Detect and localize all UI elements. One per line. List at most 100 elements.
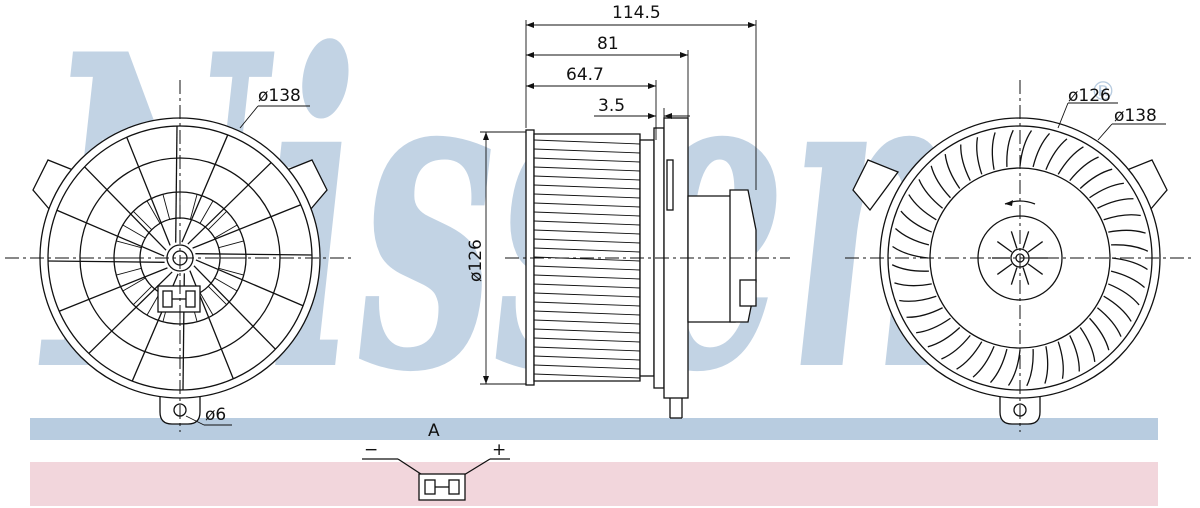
side-vane	[533, 265, 641, 271]
front-rib	[207, 211, 227, 231]
rear-blade	[1103, 295, 1132, 322]
front-rib	[214, 224, 238, 239]
rear-blade	[1079, 327, 1096, 362]
rear-blade	[1111, 244, 1149, 252]
rear-blade	[908, 194, 937, 221]
mount-hole-label: ø6	[205, 405, 226, 425]
length-64-7-label: 64.7	[566, 65, 604, 85]
side-vane	[533, 301, 641, 307]
connector-detail	[362, 458, 510, 501]
rear-blade	[960, 144, 971, 181]
rear-blade	[894, 282, 932, 287]
side-vane	[533, 274, 641, 280]
rear-hub-rib	[1022, 267, 1030, 285]
rear-hub-rib	[1022, 231, 1030, 249]
front-rib	[146, 200, 161, 224]
rear-blade	[1026, 349, 1034, 387]
rear-hub-rib	[996, 241, 1013, 253]
overall-length-label: 114.5	[612, 3, 661, 23]
side-vane	[533, 193, 641, 199]
rear-blade	[989, 348, 1008, 383]
rear-blade	[1044, 346, 1049, 384]
front-spoke	[192, 204, 302, 249]
front-view	[5, 80, 355, 432]
side-vane	[533, 337, 641, 343]
plus-terminal-label: +	[492, 440, 506, 460]
front-rib	[214, 277, 238, 292]
front-rib	[207, 285, 227, 305]
front-spoke	[58, 267, 168, 312]
rear-blade	[944, 154, 961, 189]
rear-hub-rib	[996, 263, 1013, 275]
rear-blade	[891, 264, 929, 272]
side-vane	[533, 373, 641, 379]
rear-blade	[941, 334, 971, 360]
rear-blade	[916, 317, 951, 334]
length-81-label: 81	[597, 34, 619, 54]
front-rib	[116, 267, 142, 276]
side-vane	[533, 202, 641, 208]
watermark-pink-band	[30, 462, 1158, 506]
side-vane	[533, 157, 641, 163]
front-rib	[199, 292, 214, 316]
front-rib	[122, 277, 146, 292]
rear-blade	[1103, 214, 1141, 221]
side-vane	[533, 346, 641, 352]
rear-blade	[1089, 317, 1110, 351]
front-rib	[218, 267, 244, 276]
rear-blade	[991, 132, 996, 170]
minus-terminal-label: −	[364, 440, 378, 460]
front-rib	[116, 240, 142, 249]
rear-blade	[1110, 270, 1145, 289]
side-vane	[533, 220, 641, 226]
rear-hub-rib	[1027, 241, 1044, 253]
side-vane	[533, 247, 641, 253]
front-spoke	[48, 260, 165, 263]
side-diameter-label: ø126	[466, 239, 486, 282]
side-vane	[533, 238, 641, 244]
rear-blade	[1089, 182, 1124, 199]
rear-wheel-diameter-label: ø126	[1068, 86, 1111, 106]
rear-hub-rib	[1010, 267, 1018, 285]
rear-blade	[930, 165, 951, 199]
side-vane	[533, 256, 641, 262]
side-vane	[533, 364, 641, 370]
side-vane	[533, 292, 641, 298]
rear-blade	[1006, 129, 1014, 167]
rear-blade	[927, 327, 961, 348]
rear-blade	[976, 137, 983, 175]
side-vane	[533, 283, 641, 289]
side-vane	[533, 139, 641, 145]
front-spoke	[195, 253, 312, 256]
front-spokes	[48, 126, 312, 390]
rear-blade	[1108, 283, 1140, 306]
rear-blade	[1108, 229, 1146, 234]
front-spoke	[187, 162, 272, 245]
front-spoke	[126, 136, 171, 246]
side-vane	[533, 310, 641, 316]
rear-blade	[1069, 156, 1099, 182]
side-vane	[533, 355, 641, 361]
front-diameter-label: ø138	[258, 86, 301, 106]
rear-blade	[1097, 198, 1134, 209]
rear-blade	[1079, 168, 1113, 189]
side-view	[480, 20, 790, 419]
front-spoke	[181, 134, 229, 243]
rear-hub-rib	[1027, 263, 1044, 275]
side-vane	[533, 211, 641, 217]
rear-blade	[956, 341, 983, 370]
rear-blade	[906, 307, 943, 318]
rear-blade	[1057, 146, 1084, 175]
rear-blade	[1069, 335, 1080, 372]
rear-blade	[900, 210, 932, 233]
rear-outer-diameter-label: ø138	[1114, 106, 1157, 126]
watermark-registered-mark: ®	[1090, 77, 1116, 107]
rear-blade	[1096, 307, 1122, 337]
front-rib	[122, 224, 146, 239]
side-vane	[533, 184, 641, 190]
side-vane	[533, 166, 641, 172]
front-rib	[162, 194, 171, 220]
watermark-blue-band	[30, 418, 1158, 440]
side-vane	[533, 148, 641, 154]
